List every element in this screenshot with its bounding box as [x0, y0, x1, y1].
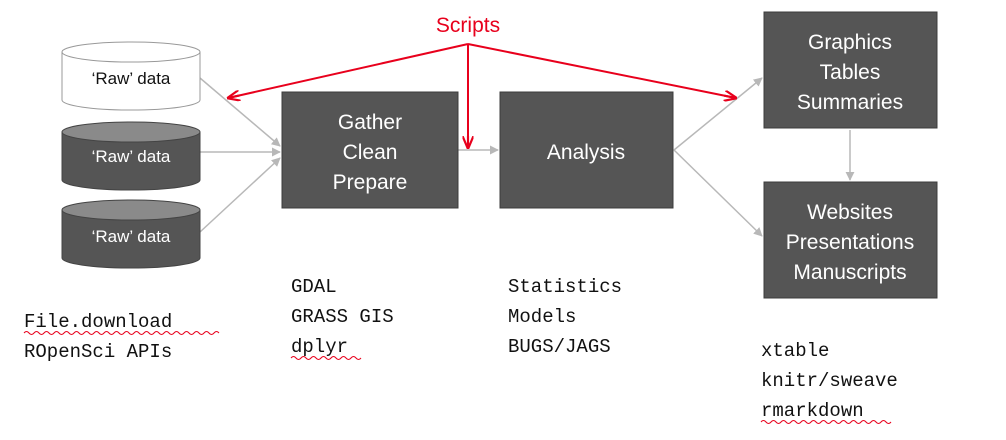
tools-analysis: Statistics Models BUGS/JAGS [508, 276, 622, 358]
cylinder-body [61, 132, 201, 191]
source-label: ‘Raw’ data [92, 147, 171, 166]
scripts-arrow-to-sources [228, 43, 469, 98]
tool-grass-gis: GRASS GIS [291, 306, 394, 328]
scripts-arrow-to-outputs [467, 43, 736, 98]
cylinder-top [61, 41, 201, 63]
outputs-box: Graphics Tables Summaries [763, 11, 938, 129]
tool-statistics: Statistics [508, 276, 622, 298]
publish-box-bg [763, 181, 938, 299]
outputs-line-1: Graphics [808, 31, 892, 54]
arrow-source1-to-gather [199, 77, 281, 147]
spellcheck-underline [23, 331, 220, 335]
source-label: ‘Raw’ data [92, 227, 171, 246]
analysis-box-bg [499, 91, 674, 209]
cylinder-top [61, 121, 201, 143]
tool-file-download: File.download [24, 311, 172, 333]
data-source-3: ‘Raw’ data [61, 199, 201, 269]
tool-bugs-jags: BUGS/JAGS [508, 336, 611, 358]
gather-line-3: Prepare [333, 171, 408, 194]
cylinder-top [61, 199, 201, 221]
tools-gather: GDAL GRASS GIS dplyr [290, 276, 394, 360]
arrow-analysis-to-publish [673, 149, 763, 237]
source-label: ‘Raw’ data [92, 69, 171, 88]
tool-models: Models [508, 306, 576, 328]
outputs-box-bg [763, 11, 938, 129]
scripts-arrows [228, 43, 736, 148]
tools-publish: xtable knitr/sweave rmarkdown [760, 340, 898, 424]
gather-line-2: Clean [343, 141, 398, 164]
publish-line-2: Presentations [786, 231, 914, 254]
outputs-line-2: Tables [820, 61, 881, 84]
publish-line-1: Websites [807, 201, 893, 224]
cylinder-body [61, 52, 201, 111]
data-source-1: ‘Raw’ data [61, 41, 201, 111]
tool-rmarkdown: rmarkdown [761, 400, 864, 422]
publish-box: Websites Presentations Manuscripts [763, 181, 938, 299]
analysis-line-1: Analysis [547, 141, 625, 164]
tools-sources: File.download ROpenSci APIs [23, 311, 220, 363]
arrow-source3-to-gather [199, 157, 281, 233]
spellcheck-underline [290, 356, 362, 360]
cylinder-body [61, 210, 201, 269]
gather-box-bg [281, 91, 459, 209]
analysis-box: Analysis [499, 91, 674, 209]
arrow-analysis-to-outputs [673, 77, 763, 151]
publish-line-3: Manuscripts [793, 261, 906, 284]
tool-ropensci-apis: ROpenSci APIs [24, 341, 172, 363]
tool-dplyr: dplyr [291, 336, 348, 358]
tool-xtable: xtable [761, 340, 829, 362]
data-source-2: ‘Raw’ data [61, 121, 201, 191]
scripts-label: Scripts [436, 14, 500, 37]
spellcheck-underline [760, 420, 892, 424]
gather-line-1: Gather [338, 111, 402, 134]
flow-arrows [199, 77, 855, 237]
tool-knitr-sweave: knitr/sweave [761, 370, 898, 392]
gather-box: Gather Clean Prepare [281, 91, 459, 209]
tool-gdal: GDAL [291, 276, 337, 298]
outputs-line-3: Summaries [797, 91, 903, 114]
